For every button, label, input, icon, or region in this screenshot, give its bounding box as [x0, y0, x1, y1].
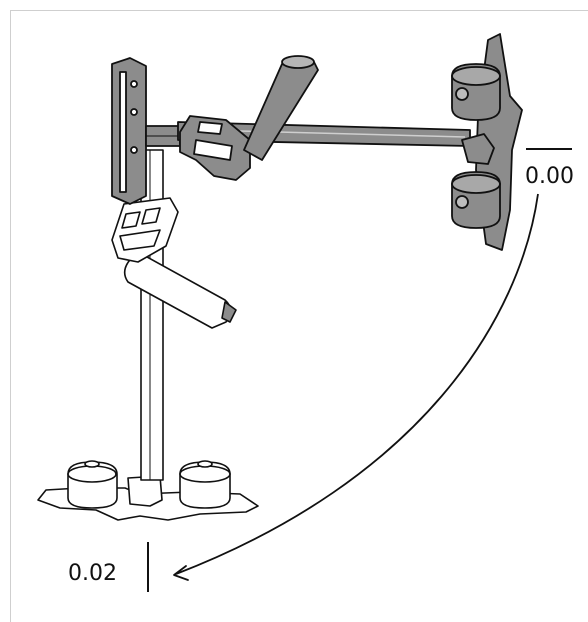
arrow-head: [173, 565, 189, 581]
upper-marker-line: [526, 148, 572, 150]
top-mounting-plate: [111, 57, 147, 205]
unfolded-stabilizer: [111, 33, 523, 251]
upper-value-label: 0.00: [525, 164, 574, 189]
lower-value-label: 0.02: [68, 561, 117, 586]
rotation-arc: [175, 193, 539, 575]
folded-gimbal-clamp: [111, 197, 179, 263]
lower-marker-line: [147, 542, 149, 592]
folded-stabilizer: [37, 149, 259, 521]
frame-left-edge: [10, 10, 11, 622]
frame-top-edge: [10, 10, 588, 11]
angled-handle: [243, 57, 319, 161]
